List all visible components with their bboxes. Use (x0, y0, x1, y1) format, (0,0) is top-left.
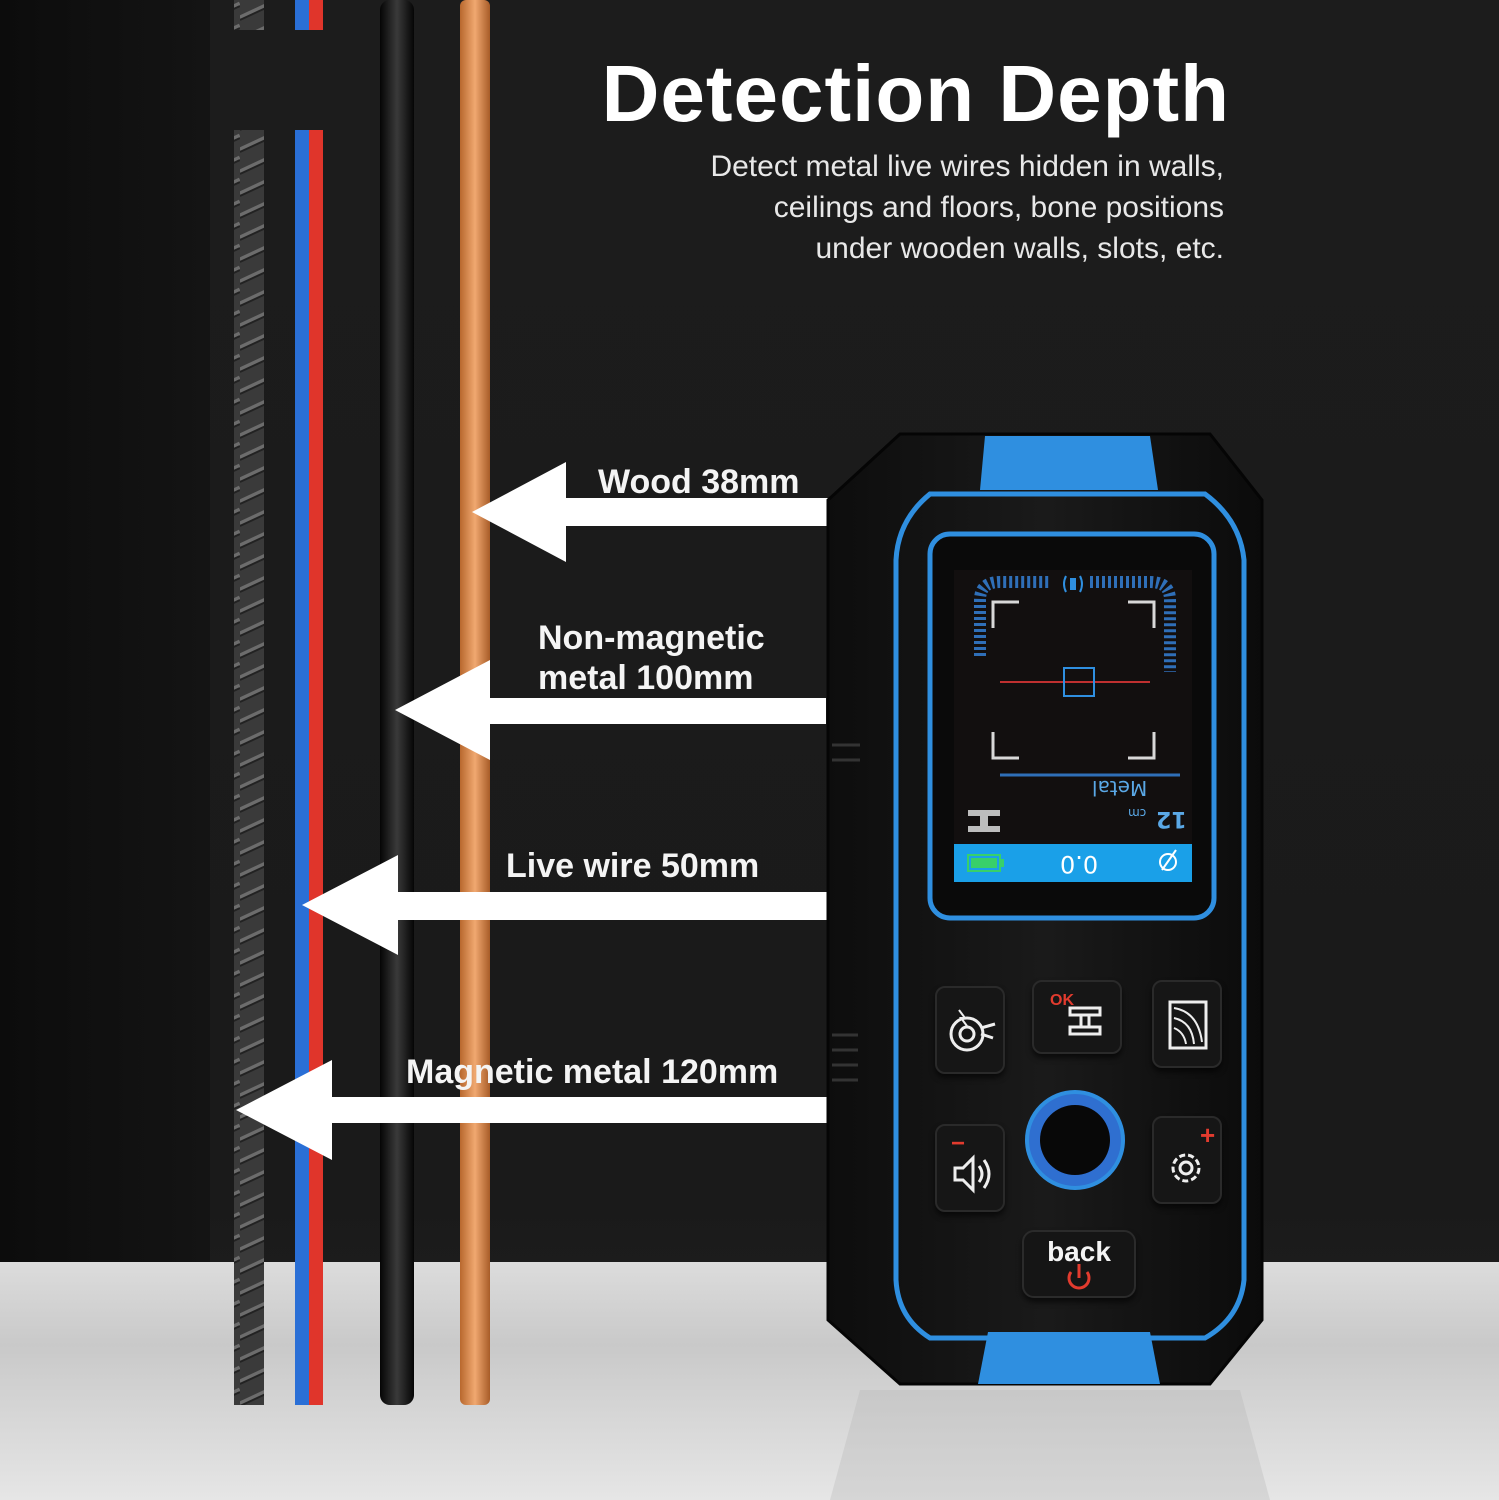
ibeam-icon (1068, 1006, 1102, 1036)
plus-label: + (1200, 1120, 1216, 1150)
subtitle-line: Detect metal live wires hidden in walls, (710, 150, 1224, 183)
minus-label: − (951, 1130, 966, 1157)
settings-plus-button[interactable]: + (1152, 1116, 1222, 1204)
speaker-icon (953, 1154, 991, 1194)
label-line: Live wire 50mm (506, 847, 760, 885)
metal-mode-icon (949, 1009, 996, 1052)
arrow-non-magnetic (395, 660, 826, 760)
metal-mode-button[interactable] (935, 986, 1005, 1074)
label-non-magnetic: Non-magnetic metal 100mm (538, 618, 765, 698)
wood-mode-icon (1168, 1000, 1208, 1050)
label-line: metal 100mm (538, 659, 754, 697)
arrow-live-wire (302, 855, 834, 955)
battery-icon (967, 854, 1004, 872)
rebar-top (234, 0, 264, 30)
page-subtitle: Detect metal live wires hidden in walls,… (560, 146, 1224, 269)
live-wire-icon (1159, 849, 1177, 871)
wall-side-panel (0, 0, 210, 1500)
screen-ibeam-icon (968, 810, 1000, 832)
gear-icon (1171, 1153, 1201, 1183)
ok-button[interactable]: OK (1032, 980, 1122, 1054)
arrow-magnetic (236, 1060, 834, 1160)
wire-blue-top (295, 0, 309, 30)
ok-label: OK (1050, 992, 1074, 1009)
label-magnetic: Magnetic metal 120mm (406, 1052, 778, 1092)
subtitle-line: ceilings and floors, bone positions (773, 191, 1224, 224)
wire-red-top (309, 0, 323, 30)
back-label: back (1047, 1236, 1111, 1267)
subtitle-line: under wooden walls, slots, etc. (815, 232, 1224, 265)
page-title: Detection Depth (601, 49, 1230, 138)
label-wood: Wood 38mm (598, 462, 800, 502)
label-line: Magnetic metal 120mm (406, 1053, 779, 1091)
signal-icon (1063, 575, 1083, 593)
label-live-wire: Live wire 50mm (506, 846, 759, 886)
label-line: Non-magnetic (538, 619, 765, 657)
power-icon (1067, 1264, 1091, 1290)
volume-down-button[interactable]: − (935, 1124, 1005, 1212)
arrow-wood (472, 462, 830, 562)
rebar (234, 130, 264, 1405)
wood-mode-button[interactable] (1152, 980, 1222, 1068)
black-cable (380, 0, 414, 1405)
back-power-button[interactable]: back (1022, 1230, 1136, 1298)
label-line: Wood 38mm (598, 463, 800, 501)
